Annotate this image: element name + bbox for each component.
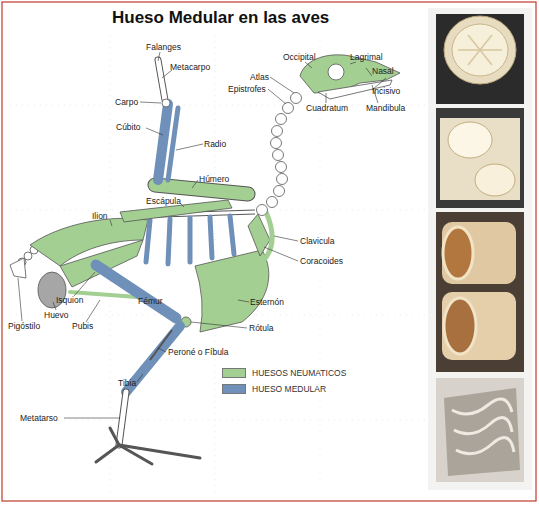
legend-swatch xyxy=(222,384,246,394)
part-label: Incisivo xyxy=(372,86,400,96)
part-label: Metatarso xyxy=(20,413,58,423)
leader-lines xyxy=(18,52,386,418)
metacarpus-outline xyxy=(158,60,165,100)
part-label: Húmero xyxy=(199,174,229,184)
part-label: Tibia xyxy=(118,378,136,388)
radius-bone xyxy=(168,108,178,180)
legend-text: HUESOS NEUMATICOS xyxy=(252,368,346,378)
part-label: Escápula xyxy=(146,196,181,206)
part-label: Ilion xyxy=(92,211,108,221)
legend-swatch xyxy=(222,368,246,378)
part-label: Nasal xyxy=(372,66,394,76)
part-label: Isquion xyxy=(56,295,83,305)
bone-photo-strip xyxy=(428,8,532,490)
humerus-outline xyxy=(155,185,248,194)
part-label: Coracoides xyxy=(300,256,343,266)
part-label: Atlas xyxy=(250,72,269,82)
ulna-bone xyxy=(158,104,168,180)
part-label: Huevo xyxy=(44,310,69,320)
background-grid xyxy=(10,35,425,495)
frame-border xyxy=(2,2,536,501)
part-label: Radio xyxy=(204,139,226,149)
humerus-bone xyxy=(155,185,248,194)
part-label: Fémur xyxy=(138,296,163,306)
part-label: Cuadratum xyxy=(306,103,348,113)
part-label: Cúbito xyxy=(116,122,141,132)
part-label: Peroné o Fíbula xyxy=(168,347,228,357)
diagram-title: Hueso Medular en las aves xyxy=(112,8,329,28)
part-label: Metacarpo xyxy=(170,62,210,72)
metatarsus-bone xyxy=(119,392,126,445)
part-label: Epistrofes xyxy=(228,84,266,94)
part-label: Esternón xyxy=(250,297,284,307)
sternum-bone xyxy=(195,250,269,332)
part-label: Occipital xyxy=(283,52,316,62)
metatarsus-outline xyxy=(119,392,126,445)
tail-vertebrae xyxy=(10,246,38,278)
part-label: Falanges xyxy=(146,42,181,52)
rib-bones xyxy=(146,216,234,264)
part-label: Pigóstilo xyxy=(8,321,40,331)
part-label: Pubis xyxy=(72,321,93,331)
neck-vertebrae xyxy=(257,93,302,216)
part-label: Clavicula xyxy=(300,236,335,246)
part-label: Rótula xyxy=(249,323,274,333)
part-label: Lagrimal xyxy=(350,52,383,62)
part-label: Mandibula xyxy=(366,103,405,113)
clavicle-bone xyxy=(262,212,272,262)
metacarpus-bone xyxy=(158,60,165,100)
legend-text: HUESO MEDULAR xyxy=(252,384,326,394)
toe-bones xyxy=(96,428,200,464)
femur-bone xyxy=(96,265,176,318)
part-label: Carpo xyxy=(115,97,138,107)
carpus-bone xyxy=(162,99,170,107)
eye-socket xyxy=(328,64,344,80)
